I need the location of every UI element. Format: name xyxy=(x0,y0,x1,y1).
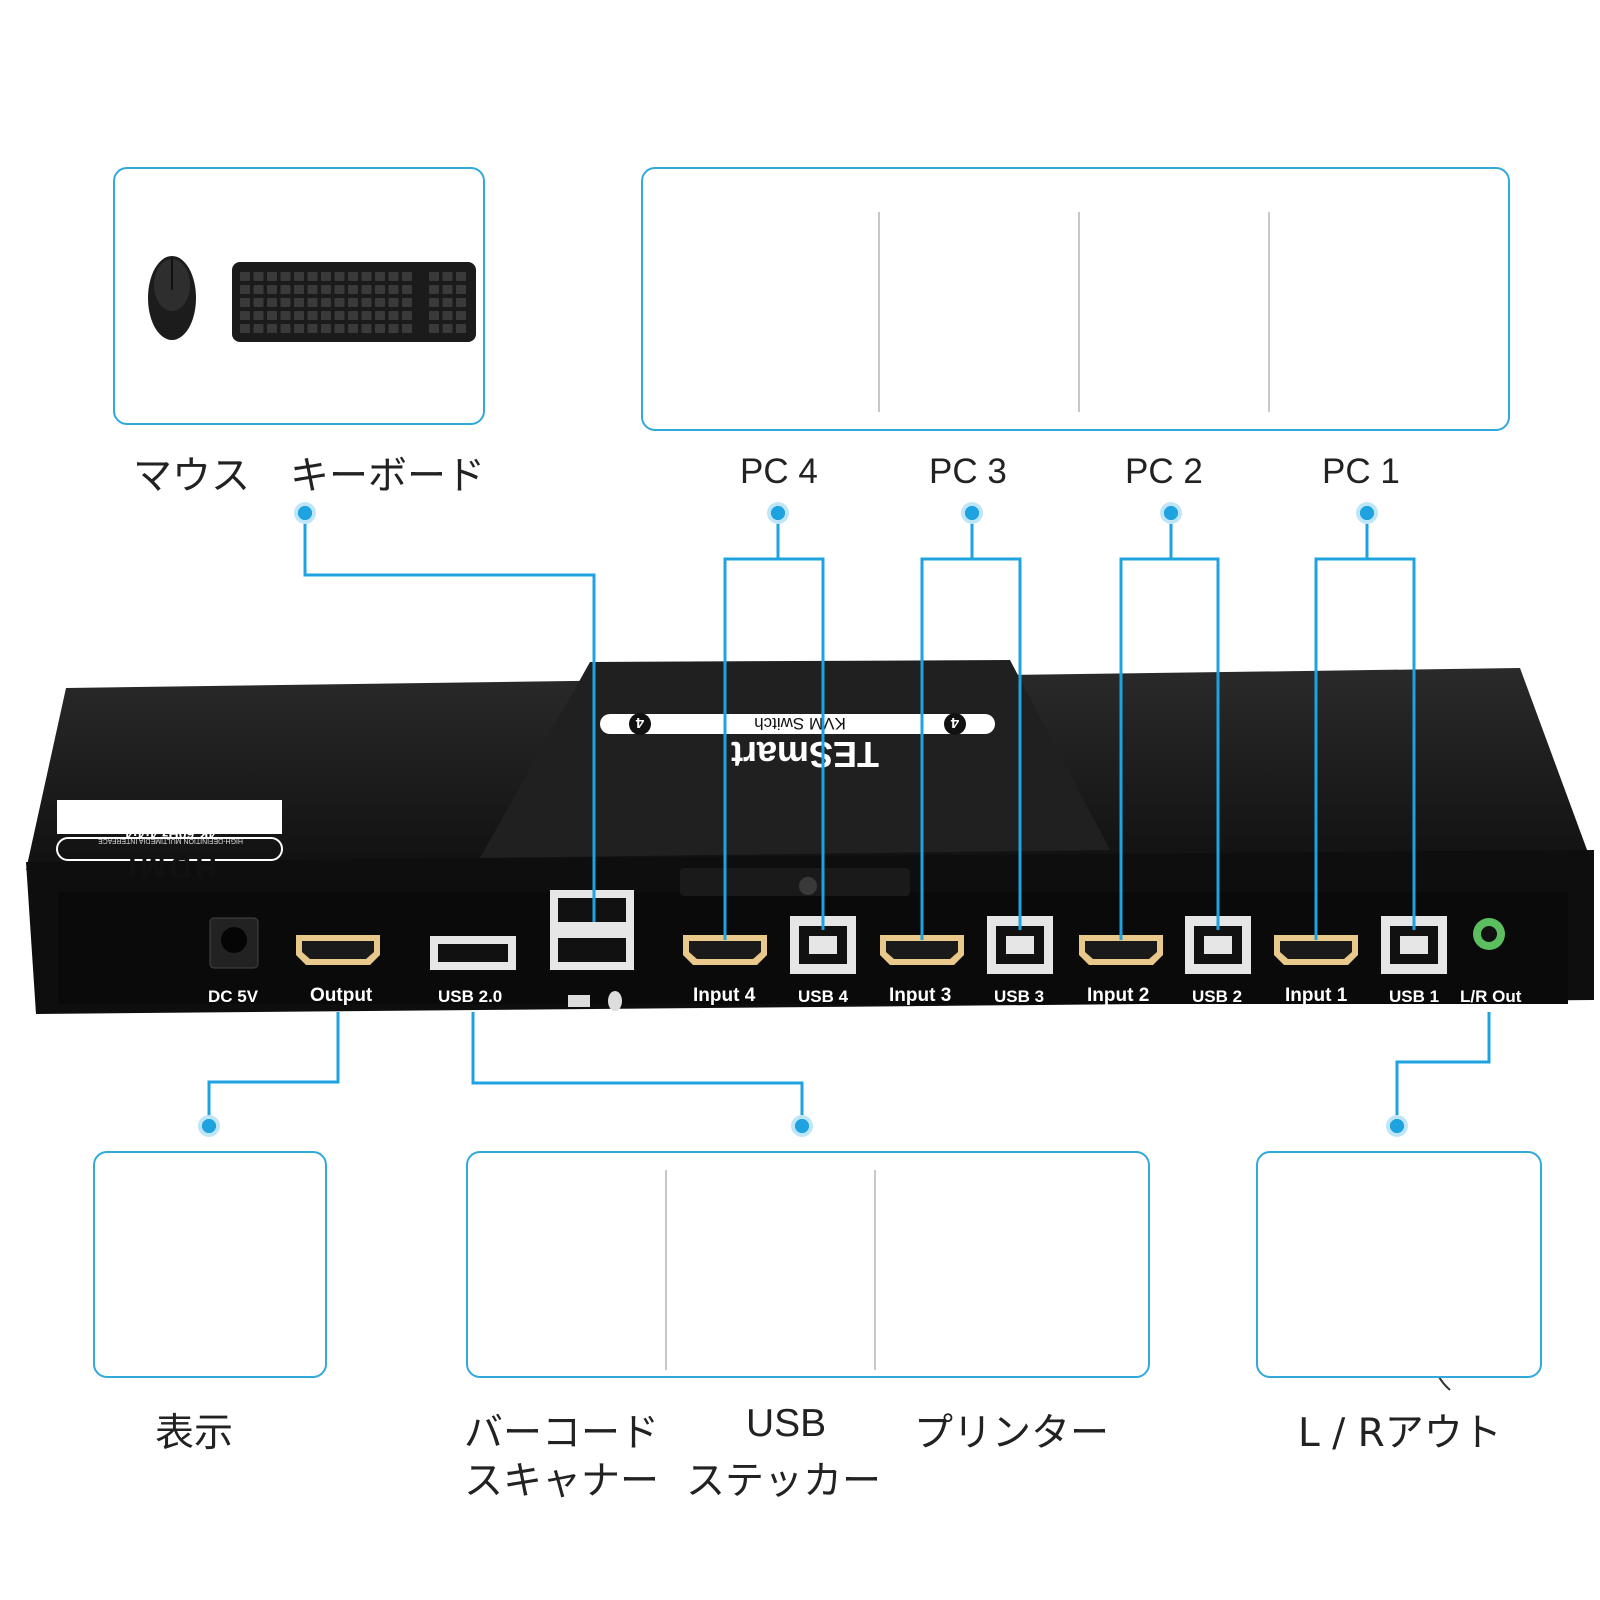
pc-divider xyxy=(1078,212,1080,412)
keyboard-caption: キーボード xyxy=(290,454,486,499)
connector-dot-usb xyxy=(791,1115,813,1137)
port-label-dc: DC 5V xyxy=(208,987,259,1006)
hdmi-spec: 4K 60Hz 4:4:4 xyxy=(124,826,217,842)
mouse-icon xyxy=(608,991,622,1011)
port-label-usb20: USB 2.0 xyxy=(438,987,503,1006)
barcode-caption-line1: バーコード xyxy=(464,1411,660,1456)
connector-dot-pc1 xyxy=(1356,502,1378,524)
pc-divider xyxy=(878,212,880,412)
port-label-usb4: USB 4 xyxy=(798,987,849,1006)
pc-divider xyxy=(1268,212,1270,412)
mouse-keyboard-frame xyxy=(113,167,485,425)
mouse-caption: マウス xyxy=(133,454,251,499)
port-label-input2: Input 2 xyxy=(1087,985,1150,1006)
usb-caption-line1: USB xyxy=(746,1402,827,1445)
badge-left-number: 4 xyxy=(635,714,645,731)
display-frame xyxy=(93,1151,327,1378)
usb-devices-frame xyxy=(466,1151,1150,1378)
usb-divider xyxy=(665,1170,667,1370)
usb-2-port xyxy=(1185,916,1251,974)
connector-dot-pc3 xyxy=(961,502,983,524)
port-label-output: Output xyxy=(310,985,373,1006)
printer-caption: プリンター xyxy=(914,1411,1110,1456)
connector-dot-display xyxy=(198,1115,220,1137)
pc-label-3: PC 3 xyxy=(929,452,1007,491)
pc-label-1: PC 1 xyxy=(1322,452,1400,491)
badge-right-number: 4 xyxy=(950,714,960,731)
hdmi-input-3-port xyxy=(880,935,964,965)
port-label-usb1: USB 1 xyxy=(1389,987,1440,1006)
keyboard-mouse-usb-ports xyxy=(550,890,634,1011)
usb-caption-line2: ステッカー xyxy=(686,1459,882,1504)
port-label-input3: Input 3 xyxy=(889,985,952,1006)
hdmi-output-port xyxy=(296,935,380,965)
audio-caption: L / Rアウト xyxy=(1298,1411,1502,1456)
barcode-caption-line2: スキャナー xyxy=(464,1459,660,1504)
usb-divider xyxy=(874,1170,876,1370)
hdmi-input-1-port xyxy=(1274,935,1358,965)
port-label-usb3: USB 3 xyxy=(994,987,1045,1006)
connector-dot-pc4 xyxy=(767,502,789,524)
pc-label-2: PC 2 xyxy=(1125,452,1203,491)
tesmart-brand: TESmart xyxy=(730,734,880,775)
port-label-lr: L/R Out xyxy=(1460,987,1522,1006)
dc-power-port xyxy=(209,917,259,969)
pc-label-4: PC 4 xyxy=(740,452,818,491)
keyboard-icon xyxy=(568,995,590,1007)
audio-out-port xyxy=(1473,918,1505,950)
port-label-input1: Input 1 xyxy=(1285,985,1348,1006)
connector-dot-keyboard xyxy=(294,502,316,524)
port-label-usb2: USB 2 xyxy=(1192,987,1243,1006)
port-label-input4: Input 4 xyxy=(693,985,756,1006)
usb-1-port xyxy=(1381,916,1447,974)
hdmi-input-2-port xyxy=(1079,935,1163,965)
pc-frame xyxy=(641,167,1510,431)
connector-dot-pc2 xyxy=(1160,502,1182,524)
hdmi-text: HDMI xyxy=(124,850,217,883)
kvm-model: KVM Switch xyxy=(754,714,846,733)
hdmi-input-4-port xyxy=(683,935,767,965)
usb20-port xyxy=(430,936,516,970)
connector-dot-audio xyxy=(1386,1115,1408,1137)
usb-3-port xyxy=(987,916,1053,974)
audio-frame xyxy=(1256,1151,1542,1378)
usb-4-port xyxy=(790,916,856,974)
display-caption: 表示 xyxy=(155,1411,234,1456)
